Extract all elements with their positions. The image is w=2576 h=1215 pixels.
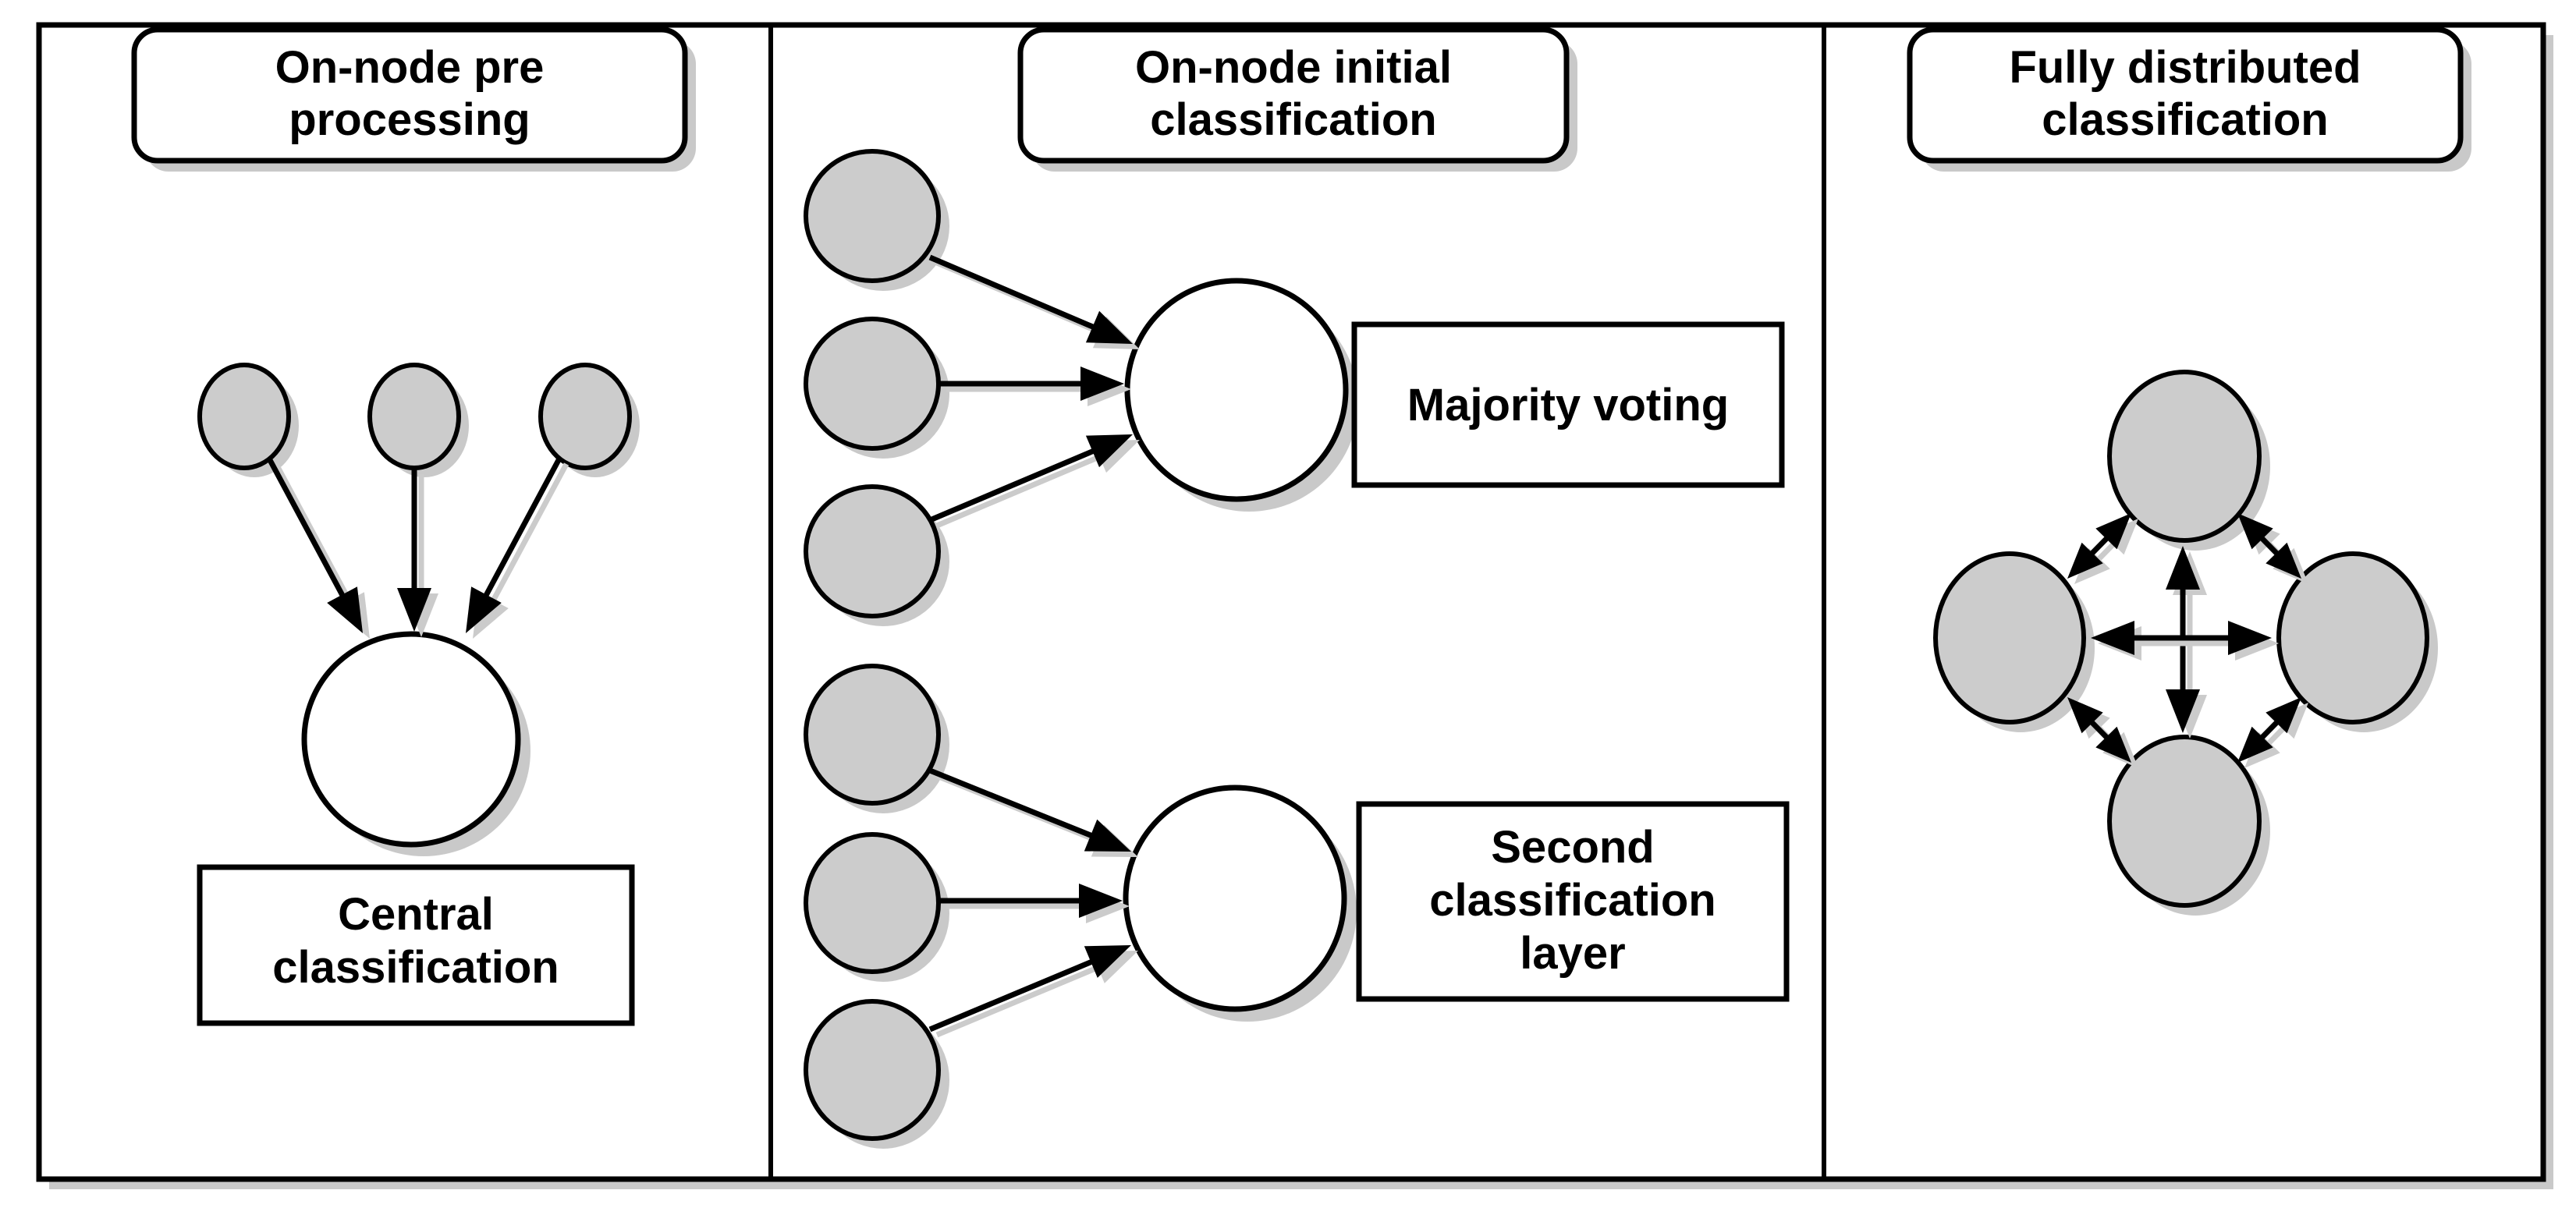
majority-voting-caption: Majority voting [1351, 321, 1785, 488]
peer-node-right [2276, 551, 2429, 724]
peer-node-left [1933, 551, 2086, 724]
sensor-node [804, 317, 941, 451]
sensor-node [367, 363, 461, 470]
central-classifier-node [301, 631, 521, 848]
sensor-node [804, 149, 941, 283]
panel2-lower-fusion-node [1123, 785, 1357, 1022]
sensor-node [804, 999, 941, 1141]
central-classification-frame [197, 864, 635, 1026]
arrow [928, 767, 1131, 852]
second-layer-node [1123, 785, 1347, 1012]
peer-node-bottom [2107, 735, 2262, 908]
arrow [928, 945, 1131, 1033]
second-layer-frame [1356, 801, 1790, 1002]
arrow-bidirectional [2091, 621, 2272, 655]
arrow [939, 884, 1123, 918]
sensor-node [804, 664, 941, 806]
panel2-lower-sensor-nodes [804, 664, 949, 1149]
panel1-sensor-nodes [197, 363, 640, 477]
arrow [939, 367, 1124, 401]
arrow-bidirectional [2237, 697, 2301, 763]
panel3-peer-nodes [1933, 370, 2438, 916]
sensor-node [804, 832, 941, 974]
arrow [397, 469, 431, 632]
panel2-upper-sensor-nodes [804, 149, 949, 626]
arrow [928, 434, 1133, 523]
majority-voting-node [1124, 278, 1349, 502]
panel1-title-frame [131, 27, 688, 164]
arrow-bidirectional [2067, 697, 2131, 763]
panel2-title-frame [1017, 27, 1570, 164]
arrow-bidirectional [2067, 513, 2131, 579]
sensor-node [197, 363, 291, 470]
majority-voting-frame [1351, 321, 1785, 488]
panel3-title-frame [1907, 27, 2464, 164]
arrows-layer [266, 254, 2308, 1038]
majority-voting-label: Majority voting [1407, 380, 1729, 430]
panel2-upper-fusion-node [1124, 278, 1358, 512]
arrow-bidirectional [2237, 513, 2301, 579]
arrow [466, 457, 562, 633]
sensor-node [538, 363, 632, 470]
panel1-central-node [301, 631, 530, 856]
arrow [266, 457, 363, 633]
arrow [928, 254, 1133, 344]
peer-node-top [2107, 370, 2262, 543]
sensor-node [804, 484, 941, 618]
